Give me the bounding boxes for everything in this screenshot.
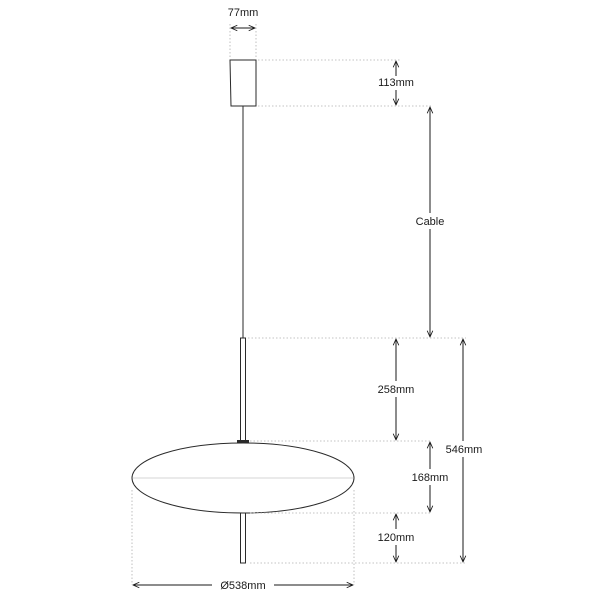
dimension-labels: 77mm 113mm Cable 258mm 168mm 120mm 546mm… <box>220 6 488 592</box>
extension-lines <box>131 24 466 585</box>
upper-stem <box>240 337 246 442</box>
label-cable: Cable <box>416 216 445 228</box>
label-canopy-height: 113mm <box>378 77 414 89</box>
label-shade-height: 168mm <box>412 472 449 484</box>
label-stem-lower: 120mm <box>378 532 415 544</box>
label-total-height: 546mm <box>446 444 483 456</box>
lower-stem <box>240 512 246 564</box>
label-shade-diameter: Ø538mm <box>220 580 265 592</box>
canopy <box>229 59 257 107</box>
label-canopy-width: 77mm <box>228 7 259 19</box>
label-stem-upper: 258mm <box>378 384 415 396</box>
shade-hub <box>237 440 249 443</box>
lamp-drawing <box>131 59 355 564</box>
